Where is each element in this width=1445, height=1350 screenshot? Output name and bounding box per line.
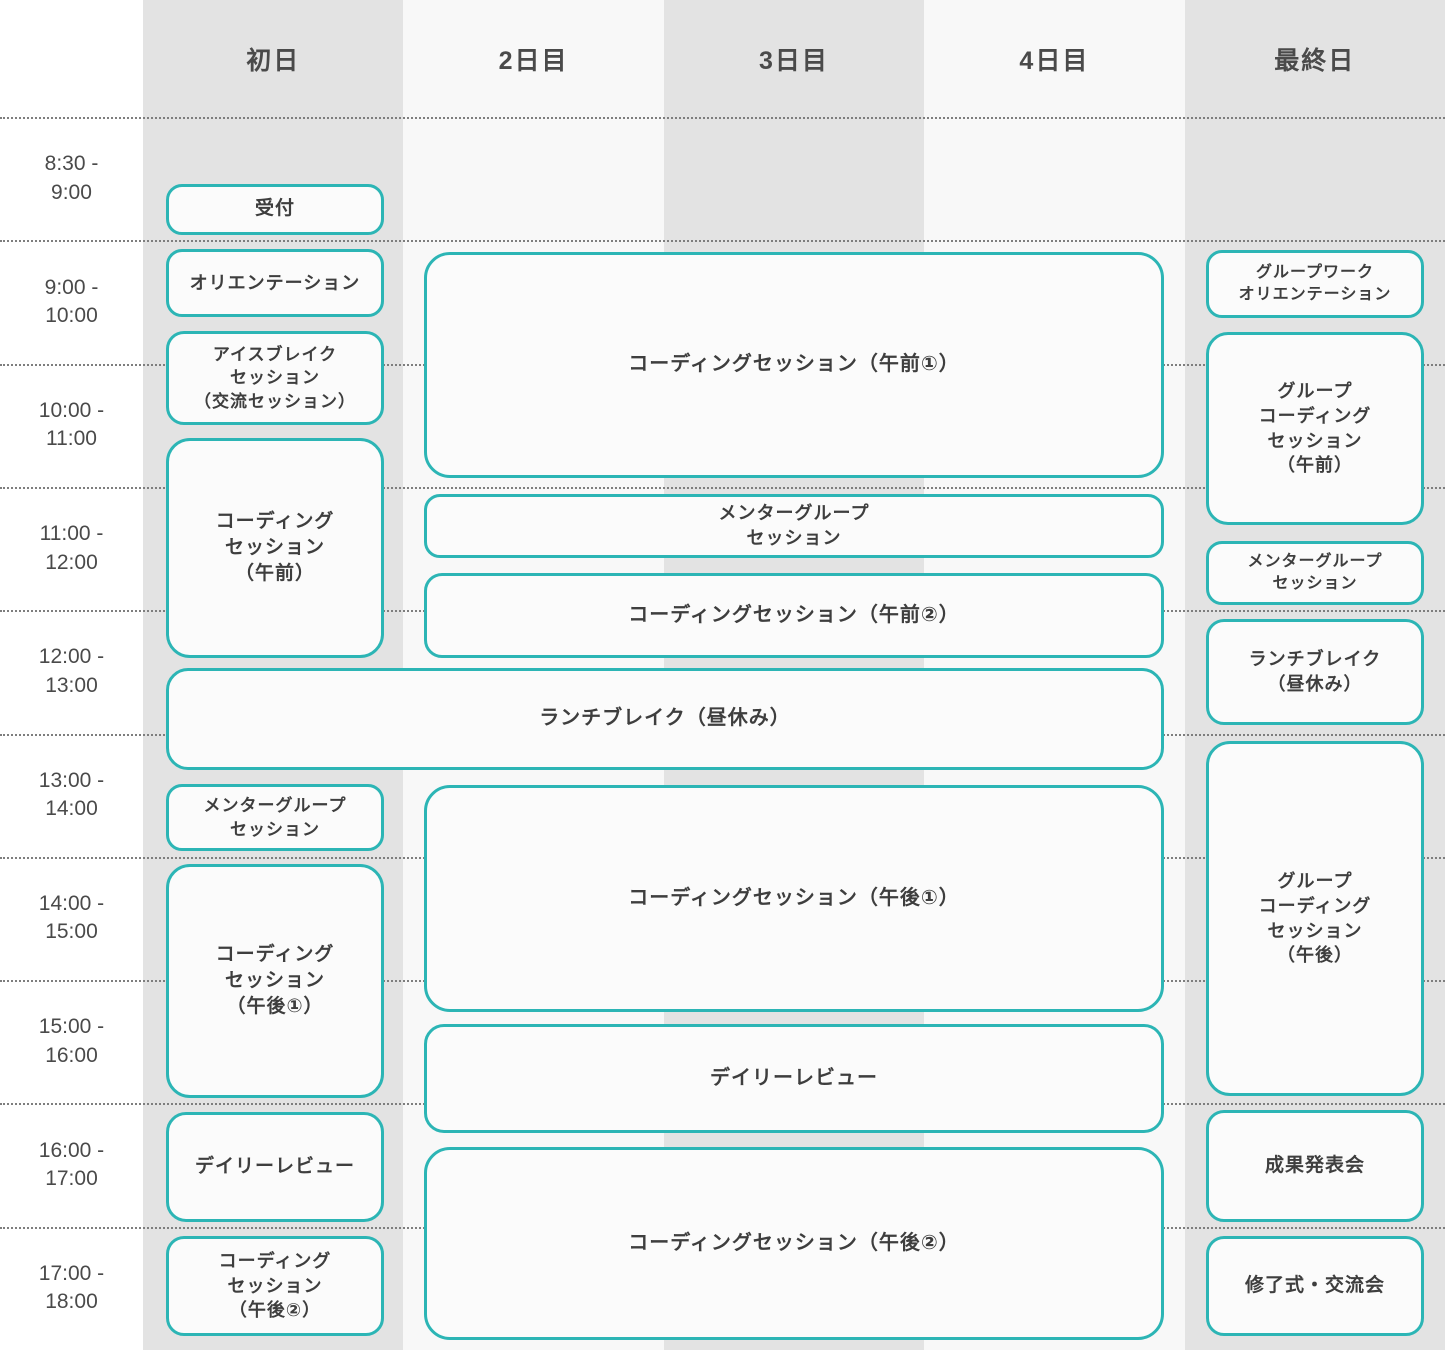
event-coding-pm2-day1: コーディング セッション （午後②） (166, 1236, 384, 1336)
event-lunch-break-days1-4: ランチブレイク（昼休み） (166, 668, 1164, 770)
event-coding-am2-days2-4: コーディングセッション（午前②） (424, 573, 1164, 658)
event-groupwork-orientation-final: グループワーク オリエンテーション (1206, 250, 1424, 318)
event-results-presentation-final: 成果発表会 (1206, 1110, 1424, 1222)
event-icebreak-day1: アイスブレイク セッション （交流セッション） (166, 331, 384, 425)
event-orientation-day1: オリエンテーション (166, 249, 384, 317)
grid-line-1 (0, 240, 1445, 243)
time-slot-1100-1200: 11:00 - 12:00 (39, 522, 104, 574)
event-coding-pm2-days2-4: コーディングセッション（午後②） (424, 1147, 1164, 1340)
event-coding-pm1-day1: コーディング セッション （午後①） (166, 864, 384, 1098)
day-header-day-3: 3日目 (759, 46, 829, 75)
grid-line-0 (0, 117, 1445, 119)
time-slot-1700-1800: 17:00 - 18:00 (38, 1261, 105, 1314)
time-slot-1000-1100: 10:00 - 11:00 (38, 398, 105, 451)
time-slot-1200-1300: 12:00 - 13:00 (38, 645, 105, 697)
day-header-day-1: 初日 (246, 46, 301, 75)
event-lunch-break-final: ランチブレイク （昼休み） (1206, 619, 1424, 725)
event-coding-am-day1: コーディング セッション （午前） (166, 438, 384, 658)
event-daily-review-days2-4: デイリーレビュー (424, 1024, 1164, 1133)
grid-line-3 (0, 486, 1445, 489)
event-reception-day1: 受付 (166, 184, 384, 235)
time-slot-1600-1700: 16:00 - 17:00 (38, 1138, 105, 1191)
event-group-coding-am-final: グループ コーディング セッション （午前） (1206, 332, 1424, 525)
event-group-coding-pm-final: グループ コーディング セッション （午後） (1206, 741, 1424, 1096)
day-header-day-4: 4日目 (1019, 46, 1090, 75)
event-mentor-group-final: メンターグループ セッション (1206, 541, 1424, 605)
event-coding-pm1-days2-4: コーディングセッション（午後①） (424, 785, 1164, 1012)
event-closing-ceremony-final: 修了式・交流会 (1206, 1236, 1424, 1336)
event-mentor-group-day1: メンターグループ セッション (166, 784, 384, 851)
event-mentor-group-days2-4: メンターグループ セッション (424, 494, 1164, 558)
event-daily-review-day1: デイリーレビュー (166, 1112, 384, 1222)
time-slot-0830-0900: 8:30 - 9:00 (44, 152, 99, 204)
time-slot-1400-1500: 14:00 - 15:00 (38, 892, 105, 944)
day-header-day-final: 最終日 (1274, 46, 1356, 75)
time-slot-0900-1000: 9:00 - 10:00 (44, 275, 99, 327)
time-slot-1500-1600: 15:00 - 16:00 (38, 1015, 105, 1067)
day-header-day-2: 2日目 (498, 46, 569, 75)
event-coding-am1-days2-4: コーディングセッション（午前①） (424, 252, 1164, 478)
time-slot-1300-1400: 13:00 - 14:00 (38, 768, 105, 821)
